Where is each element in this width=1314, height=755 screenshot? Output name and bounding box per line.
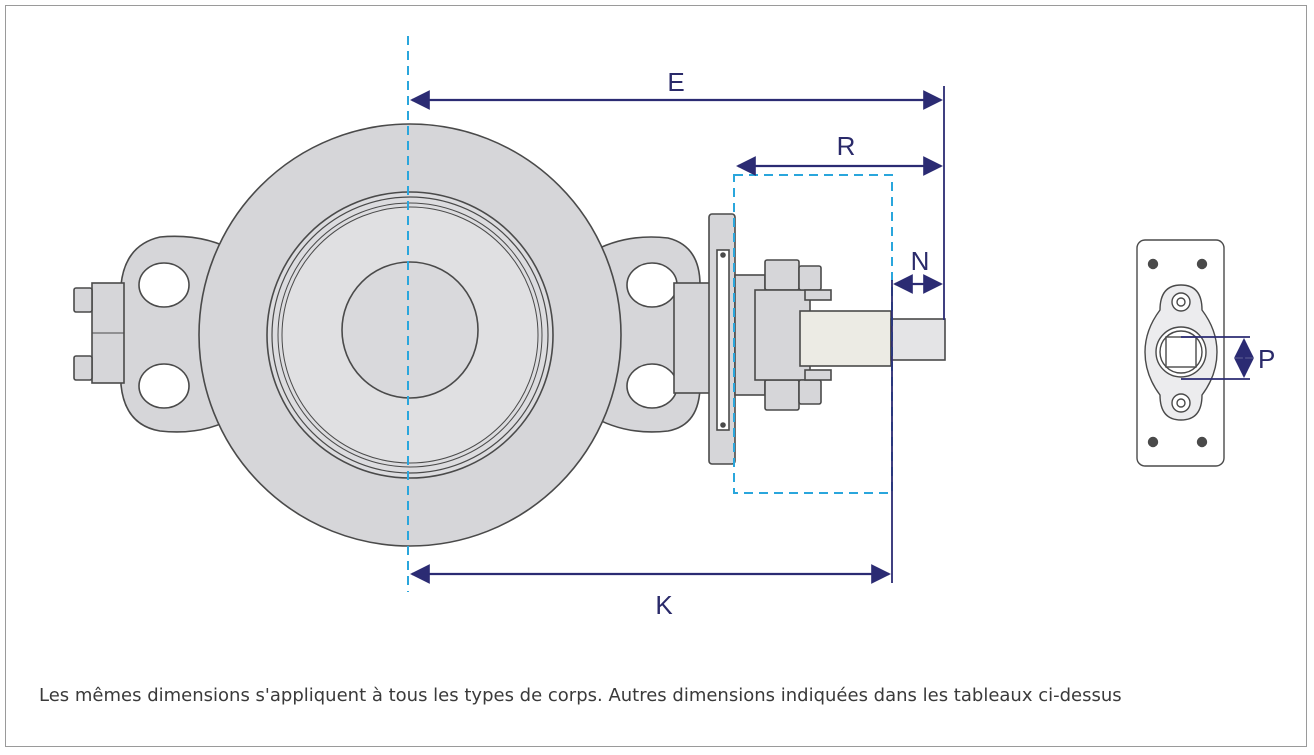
valve-neck [673,282,711,394]
valve-dimension-drawing: E R N K P [73,36,1275,620]
dimension-r-label: R [837,131,856,161]
dimension-k-label: K [655,590,673,620]
valve-stem [799,310,946,367]
valve-body [73,123,946,547]
dimension-k: K [410,564,891,620]
dimension-e: E [410,67,943,110]
actuator-bracket [734,259,832,411]
top-flange [708,213,736,465]
dimension-r: R [736,131,943,176]
dimension-n: N [893,246,943,294]
valve-main-body [198,123,622,547]
figure-frame [5,5,1307,747]
dimension-n-label: N [911,246,930,276]
left-boss [73,282,125,384]
dimension-p: P [1181,336,1275,380]
extension-lines [891,86,945,583]
top-flange-detail [1136,239,1225,467]
dimension-e-label: E [667,67,684,97]
caption-text: Les mêmes dimensions s'appliquent à tous… [39,685,1122,706]
dimension-p-label: P [1258,344,1275,374]
